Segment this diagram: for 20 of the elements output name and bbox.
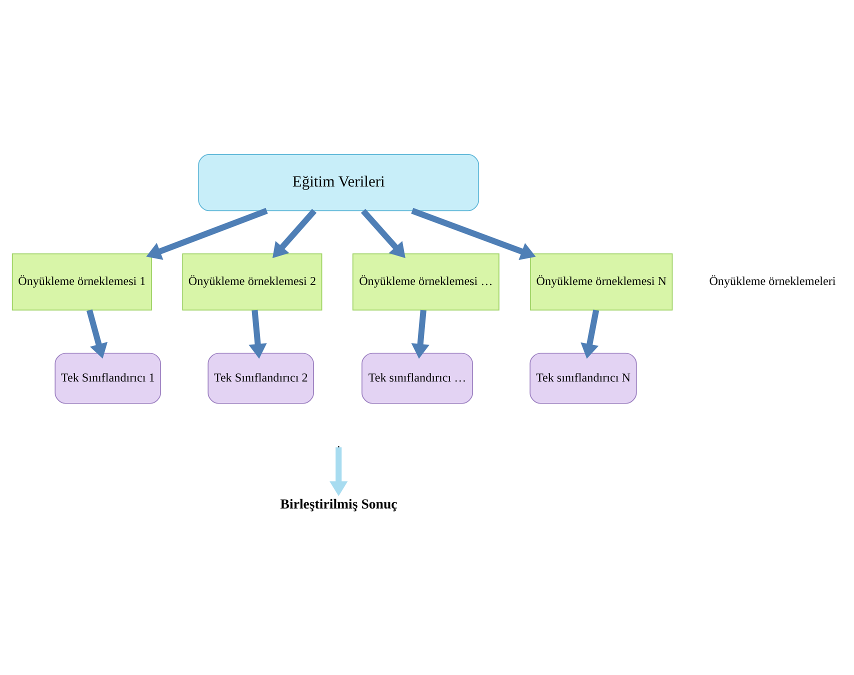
arrow	[411, 207, 536, 260]
label: Önyükleme örneklemeleri	[709, 274, 836, 288]
node-box: Tek Sınıflandırıcı 1	[54, 352, 162, 404]
node-box: Önyükleme örneklemesi …	[352, 252, 500, 310]
arrow	[86, 308, 108, 358]
node-box: Önyükleme örneklemesi N	[530, 252, 673, 310]
node-box: Önyükleme örneklemesi 1	[12, 252, 152, 310]
arrow	[272, 208, 317, 258]
arrow	[411, 309, 430, 358]
node-box: Tek sınıflandırıcı …	[362, 352, 474, 404]
node-box: Tek Sınıflandırıcı 2	[208, 352, 314, 404]
arrow	[248, 309, 267, 358]
arrow	[330, 446, 348, 496]
node-box: Önyükleme örneklemesi 2	[182, 252, 322, 310]
arrow	[580, 309, 600, 358]
node-box: Eğitim Verileri	[198, 154, 480, 211]
arrow	[146, 207, 268, 260]
arrow	[360, 208, 406, 258]
node-box: Tek sınıflandırıcı N	[530, 352, 637, 404]
node-text: Birleştirilmiş Sonuç	[280, 496, 398, 511]
